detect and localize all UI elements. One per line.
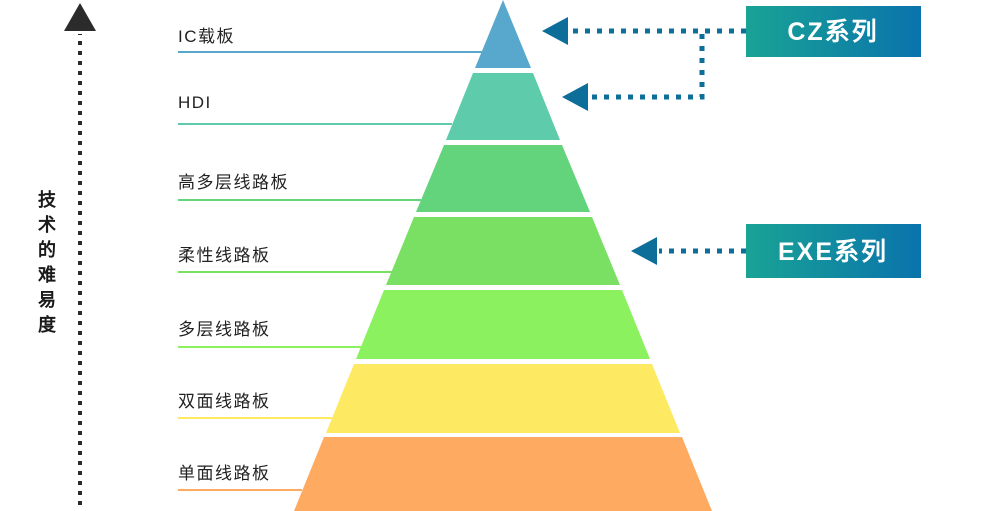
cz-arrow-left-icon-top — [542, 17, 568, 45]
label-flexible: 柔性线路板 — [178, 246, 271, 265]
cz-series-label: CZ系列 — [787, 18, 878, 46]
exe-series-label: EXE系列 — [778, 238, 888, 266]
cz-series-box — [746, 6, 921, 57]
label-multilayer: 多层线路板 — [178, 320, 271, 339]
label-high-multilayer: 高多层线路板 — [178, 173, 289, 192]
axis-arrow-up-icon — [64, 3, 96, 31]
pyramid-layer-flexible — [386, 217, 620, 285]
label-hdi: HDI — [178, 93, 212, 112]
pyramid-layer-ic-substrate — [475, 0, 531, 68]
exe-series-box — [746, 224, 921, 278]
pyramid-layer-single-sided — [294, 437, 712, 511]
exe-arrow-left-icon — [631, 237, 657, 265]
label-ic-substrate: IC载板 — [178, 27, 235, 46]
pyramid-layer-high-multilayer — [416, 145, 590, 212]
pyramid-layer-double-sided — [326, 364, 680, 433]
label-single-sided: 单面线路板 — [178, 464, 271, 483]
axis-label: 技术的难易度 — [36, 190, 56, 340]
label-double-sided: 双面线路板 — [178, 392, 271, 411]
pyramid-layer-multilayer — [356, 290, 650, 359]
pyramid-layer-hdi — [446, 73, 560, 140]
cz-connector-line-elbow — [590, 34, 705, 100]
cz-arrow-left-icon-hdi — [562, 83, 588, 111]
